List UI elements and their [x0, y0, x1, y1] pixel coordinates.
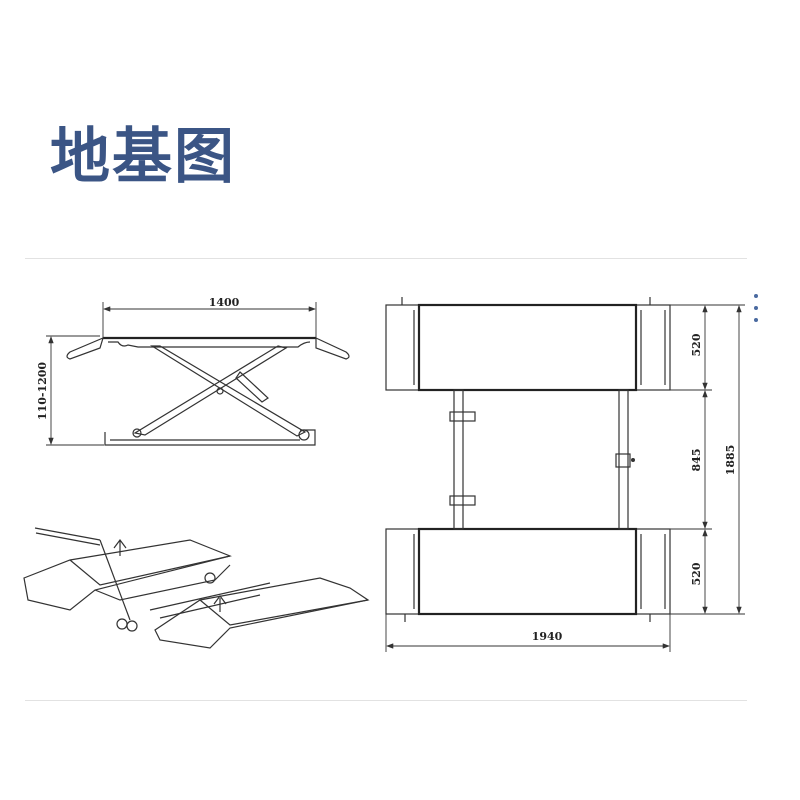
- total-width-label: 1940: [532, 630, 563, 643]
- pad-depth-bottom-label: 520: [690, 562, 703, 585]
- total-depth-label: 1885: [724, 445, 737, 476]
- height-dimension-label: 110-1200: [36, 362, 49, 420]
- top-view: 520 845 520 1885 1940: [385, 297, 745, 652]
- pad-depth-top-label: 520: [690, 333, 703, 356]
- side-view: 1400 110-1200: [36, 296, 350, 446]
- divider-bottom: [25, 700, 747, 701]
- divider-top: [25, 258, 747, 259]
- page-title: 地基图: [50, 122, 236, 192]
- isometric-view: [23, 527, 370, 649]
- more-dots-icon[interactable]: [754, 294, 762, 330]
- width-dimension-label: 1400: [209, 296, 240, 309]
- gap-label: 845: [690, 449, 703, 472]
